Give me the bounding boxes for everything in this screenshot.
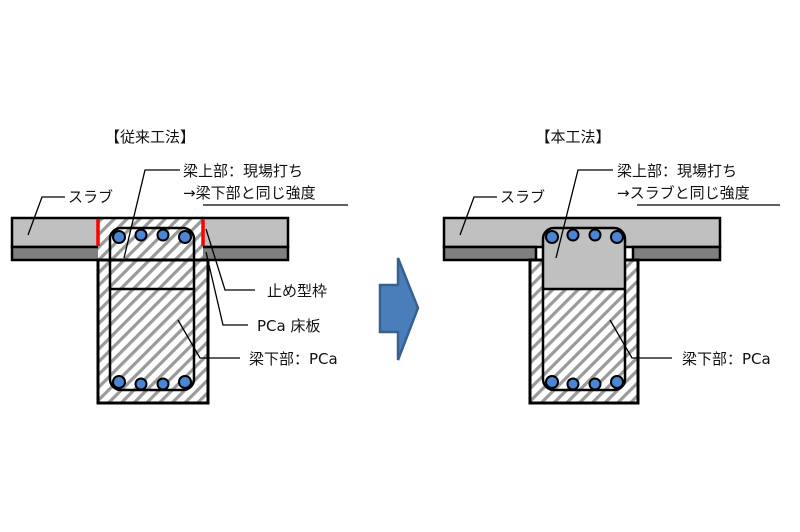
conventional-method-title: 【従来工法】 [105,128,195,146]
rebar [134,228,148,242]
slab-left [10,216,100,249]
lower-beam-label: 梁下部：PCa [682,350,771,368]
upper-beam-leader-line [123,169,180,259]
rebar [134,377,148,391]
rebar [156,377,170,391]
rebar [566,228,580,242]
upper-beam-leader-line [555,169,613,259]
conventional-method-section: 【従来工法】 [10,128,348,405]
lower-beam-leader-line [609,319,672,359]
slab-leader-line [459,196,497,236]
rebar [545,375,559,389]
slab-leader-line [27,196,65,236]
top-rebars [545,228,624,244]
lower-beam-leader-line [177,319,240,359]
this-method-section: 【本工法】 スラブ 梁上部：現 [442,128,780,405]
pca-floor-panel-leader-line [205,251,248,326]
rebar [178,375,192,389]
right-arrow-icon [378,257,420,361]
slab-label: スラブ [68,188,113,206]
pca-floor-panel-left [442,245,538,262]
pca-floor-panel-right [631,245,722,262]
stop-formwork-leader-line [205,228,255,291]
slab-right [201,216,290,249]
lower-beam-label: 梁下部：PCa [249,350,338,368]
upper-beam-label-line1: 梁上部：現場打ち [617,162,737,180]
top-rebars [112,228,192,244]
stirrup [108,226,196,392]
rebar [156,228,170,242]
rebar [610,375,624,389]
rebar [566,377,580,391]
rebar [178,230,192,244]
pca-floor-panel-label: PCa 床板 [257,317,320,335]
upper-beam-label-line1: 梁上部：現場打ち [183,162,303,180]
rebar [588,377,602,391]
stop-formwork-label: 止め型枠 [267,282,327,300]
rebar [112,230,126,244]
bottom-rebars [545,375,624,391]
slab-label: スラブ [500,188,545,206]
rebar [545,230,559,244]
upper-beam-label-line2: →梁下部と同じ強度 [183,184,316,202]
upper-beam-label-line2: →スラブと同じ強度 [617,184,750,202]
rebar [610,230,624,244]
beam-upper-cast-in-place [543,228,625,289]
stirrup [541,226,627,392]
rebar [112,375,126,389]
bottom-rebars [112,375,192,391]
rebar [588,228,602,242]
pca-floor-panel-left [10,245,106,262]
this-method-title: 【本工法】 [535,128,610,146]
